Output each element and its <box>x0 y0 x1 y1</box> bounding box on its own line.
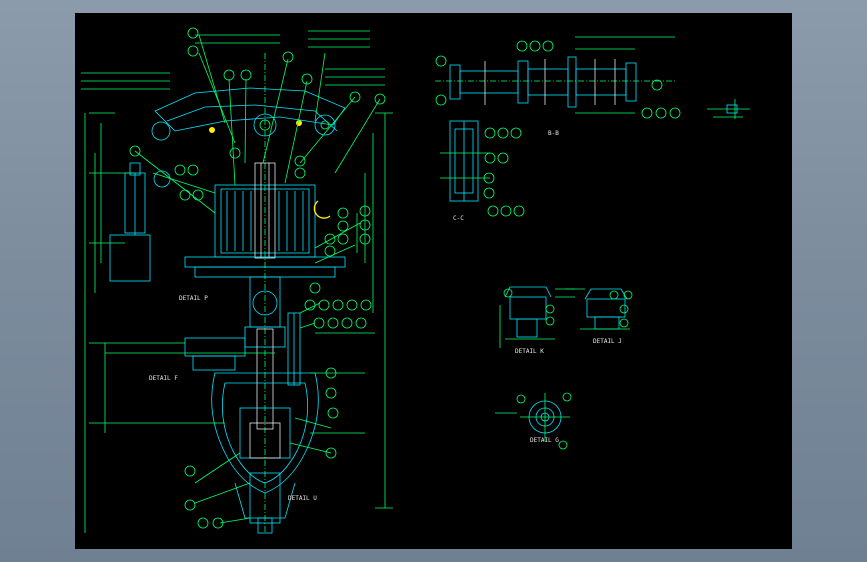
main-assembly <box>109 53 346 534</box>
detail-g-label: DETAIL G <box>530 437 559 444</box>
detail-g <box>495 392 572 450</box>
main-dimensions-left <box>81 72 275 533</box>
main-dimensions-right <box>195 30 393 509</box>
small-symbol <box>707 99 750 119</box>
section-b-b-label: B-B <box>548 130 559 137</box>
balloons-main <box>129 27 386 529</box>
detail-u-label: DETAIL U <box>288 495 317 502</box>
detail-p-label: DETAIL P <box>179 295 208 302</box>
detail-j-label: DETAIL J <box>593 338 622 345</box>
leader-lines <box>134 34 381 524</box>
section-b-b <box>435 36 681 119</box>
detail-k <box>499 286 575 348</box>
drawing-sheet[interactable]: DETAIL P DETAIL F DETAIL U B-B C-C DETAI… <box>75 13 792 549</box>
section-c-c <box>440 120 525 217</box>
detail-j <box>565 288 633 330</box>
cad-drawing <box>81 27 750 534</box>
section-c-c-label: C-C <box>453 215 464 222</box>
detail-f-label: DETAIL F <box>149 375 178 382</box>
detail-k-label: DETAIL K <box>515 348 544 355</box>
